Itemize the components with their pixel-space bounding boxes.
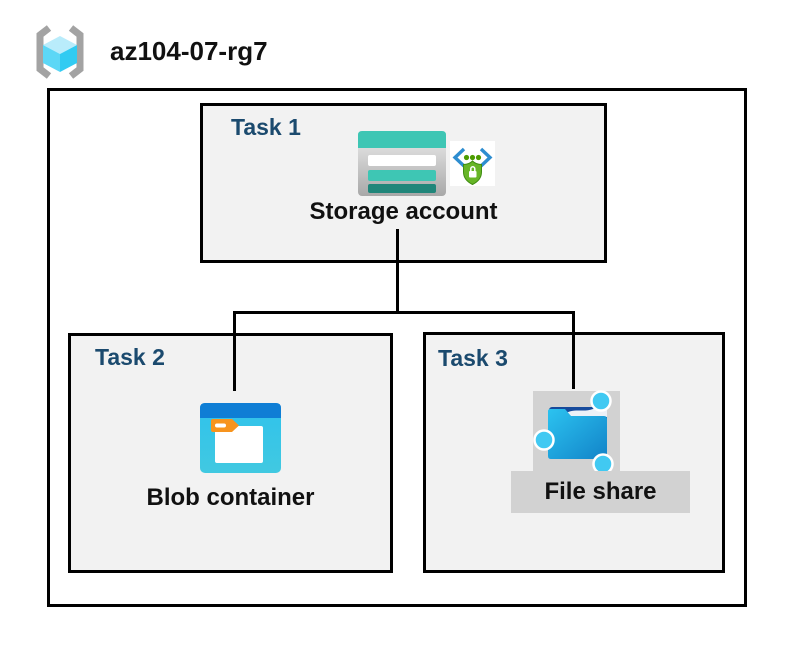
storage-account-icon <box>358 131 446 196</box>
connector-branch <box>233 311 575 314</box>
task1-label: Task 1 <box>231 114 301 140</box>
task3-label: Task 3 <box>438 345 508 371</box>
blob-container-icon <box>200 403 281 473</box>
blob-container-label: Blob container <box>146 484 315 511</box>
shared-access-signature-icon <box>450 141 495 186</box>
file-share-label: File share <box>544 478 657 505</box>
task2-label: Task 2 <box>95 344 165 370</box>
task2-box: Task 2 Blob container <box>68 333 393 573</box>
connector-storage-trunk <box>396 229 399 312</box>
resource-group-icon <box>36 25 84 79</box>
connector-storage-to-fileshare <box>572 311 575 389</box>
task1-box: Task 1 Storage account <box>200 103 607 263</box>
file-share-icon <box>533 390 614 475</box>
file-share-label-highlight: File share <box>511 471 690 513</box>
storage-account-label: Storage account <box>309 198 498 225</box>
resource-group-title: az104-07-rg7 <box>110 36 268 66</box>
resource-group-boundary <box>47 88 747 607</box>
file-share-icon-highlight <box>533 390 620 475</box>
connector-storage-to-blob <box>233 311 236 391</box>
